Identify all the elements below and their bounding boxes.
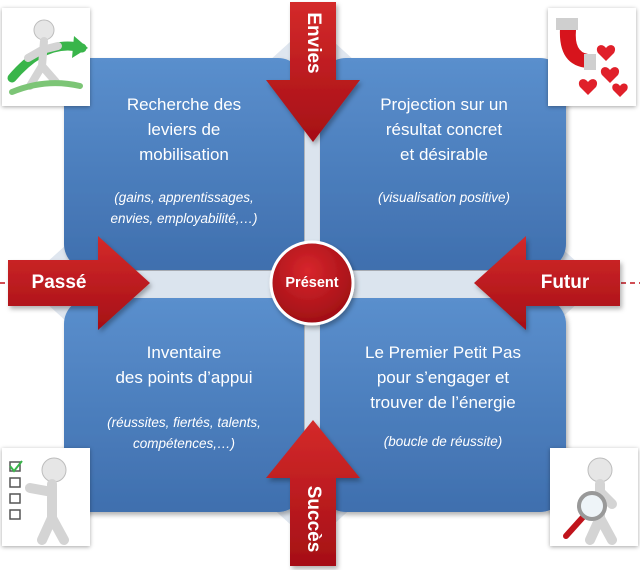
arrow-bottom-label: Succès [303,485,324,553]
figure-checklist-icon [2,448,90,546]
arrow-left-label: Passé [31,272,87,293]
quadrant-bottom-right [320,298,566,512]
quadrant-top-left-text: Recherche des leviers de mobilisation (g… [74,92,294,229]
quadrant-subtitle: (gains, apprentissages, envies, employab… [110,190,258,226]
quadrant-bottom-left-text: Inventaire des points d’appui (réussites… [74,340,294,454]
quadrant-subtitle: (boucle de réussite) [383,434,503,449]
quadrant-title: Recherche des leviers de mobilisation [126,95,242,164]
quadrant-top-right-text: Projection sur un résultat concret et dé… [334,92,554,208]
arrow-top-label: Envies [303,12,324,74]
arrow-bottom [266,420,360,566]
quadrant-top-right [320,58,566,270]
arrow-left [8,236,150,330]
arrow-top [266,2,360,142]
quadrant-top-left [64,58,304,270]
center-circle [269,240,355,326]
quadrant-subtitle: (visualisation positive) [377,190,511,205]
quadrant-bottom-right-text: Le Premier Petit Pas pour s’engager et t… [332,340,554,452]
quadrant-subtitle: (réussites, fiertés, talents, compétence… [107,415,261,451]
quadrant-title: Inventaire des points d’appui [115,343,253,387]
arrow-right-label: Futur [540,272,590,293]
magnet-hearts-icon [548,8,636,106]
quadrant-bottom-left [64,298,304,512]
figure-magnifier-icon [550,448,638,546]
quadrant-title: Projection sur un résultat concret et dé… [380,95,508,164]
center-label: Présent [285,275,339,291]
quadrant-title: Le Premier Petit Pas pour s’engager et t… [365,343,521,412]
arrow-right [474,236,620,330]
running-figure-icon [2,8,90,106]
